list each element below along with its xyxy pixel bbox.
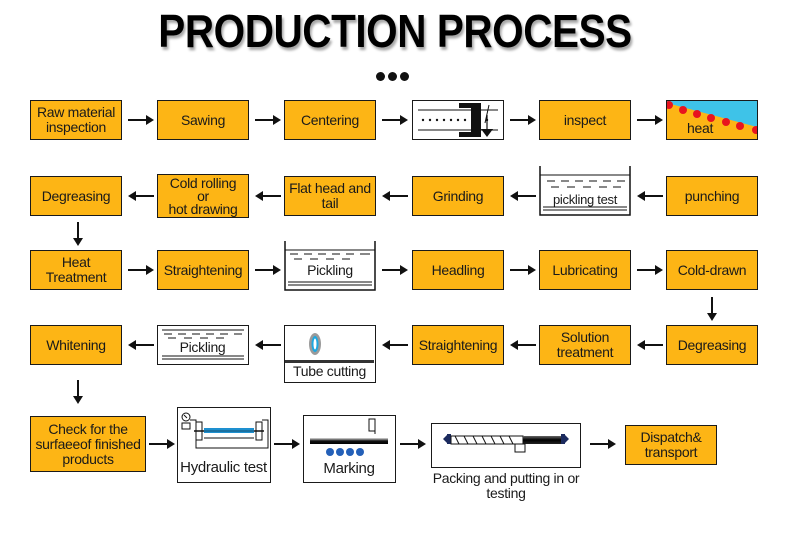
arrow-right-icon (400, 438, 426, 450)
step-degreasing-2: Degreasing (666, 325, 758, 365)
step-heat-treatment: Heat Treatment (30, 250, 122, 290)
arrow-left-icon (510, 339, 536, 351)
arrow-right-icon (255, 114, 281, 126)
step-inspect: inspect (539, 100, 631, 140)
marking-icon (310, 418, 388, 456)
step-label: Whitening (46, 336, 106, 353)
step-heat: heat (666, 100, 758, 140)
pickling-test-tank-icon: pickling test (539, 166, 631, 216)
pickling-tank-icon: Pickling (284, 241, 376, 291)
arrow-left-icon (510, 190, 536, 202)
step-label: Flat head and tail (289, 180, 371, 211)
arrow-left-icon (382, 190, 408, 202)
step-label: Pickling (179, 339, 226, 355)
arrow-right-icon (637, 264, 663, 276)
step-label: Degreasing (677, 336, 747, 353)
step-label: Hydraulic test (180, 459, 267, 476)
arrow-right-icon (637, 114, 663, 126)
arrow-left-icon (382, 339, 408, 351)
step-cold-rolling-or-hot-drawing: Cold rolling or hot drawing (157, 174, 249, 218)
arrow-left-icon (128, 190, 154, 202)
ellipsis-dots-icon (376, 68, 416, 81)
step-label: heat (687, 120, 714, 136)
step-centering: Centering (284, 100, 376, 140)
marking-illustration: Marking (303, 415, 396, 483)
arrow-right-icon (128, 114, 154, 126)
step-whitening: Whitening (30, 325, 122, 365)
arrow-right-icon (510, 264, 536, 276)
step-label: Straightening (163, 261, 243, 278)
step-label: Degreasing (41, 187, 111, 204)
step-label: Tube cutting (293, 363, 366, 379)
step-label-packing: Packing and putting in or testing (432, 470, 580, 501)
arrow-right-icon (590, 438, 616, 450)
arrow-right-icon (382, 264, 408, 276)
arrow-left-icon (637, 339, 663, 351)
step-cold-drawn: Cold-drawn (666, 250, 758, 290)
step-lubricating: Lubricating (539, 250, 631, 290)
step-punching: punching (666, 176, 758, 216)
arrow-down-icon (72, 222, 84, 246)
step-sawing: Sawing (157, 100, 249, 140)
arrow-left-icon (637, 190, 663, 202)
step-dispatch-transport: Dispatch& transport (625, 425, 717, 465)
step-label: Headling (431, 261, 485, 278)
step-label-line: Cold rolling (169, 174, 237, 191)
arrow-right-icon (382, 114, 408, 126)
step-label: Centering (300, 111, 359, 128)
arrow-left-icon (255, 190, 281, 202)
arrow-left-icon (255, 339, 281, 351)
step-label: Heat Treatment (45, 254, 107, 285)
step-label: Solution treatment (556, 329, 614, 360)
step-label: Lubricating (552, 261, 618, 278)
heat-illustration-icon (667, 101, 757, 134)
arrow-down-icon (72, 380, 84, 404)
pickling-tank-icon: Pickling (157, 325, 249, 365)
step-label: Cold-drawn (677, 261, 747, 278)
tube-cutting-illustration: Tube cutting (284, 325, 376, 383)
arrow-down-icon (706, 297, 718, 321)
step-label: Grinding (432, 187, 484, 204)
step-check-surface: Check for the surfaeeof finished product… (30, 416, 146, 472)
arrow-right-icon (255, 264, 281, 276)
step-label: Raw material inspection (36, 104, 116, 135)
step-raw-material-inspection: Raw material inspection (30, 100, 122, 140)
step-solution-treatment: Solution treatment (539, 325, 631, 365)
arrow-right-icon (510, 114, 536, 126)
packing-machine-icon (443, 434, 569, 453)
hydraulic-test-icon (181, 412, 269, 449)
packing-illustration (431, 423, 581, 468)
arrow-right-icon (149, 438, 175, 450)
arrow-right-icon (274, 438, 300, 450)
step-label: inspect (563, 111, 607, 128)
step-label: Check for the surfaeeof finished product… (35, 420, 141, 467)
centering-machine-icon (412, 100, 504, 140)
tube-cutting-icon (285, 333, 374, 363)
step-degreasing-1: Degreasing (30, 176, 122, 216)
step-label: pickling test (552, 192, 618, 207)
step-straightening-2: Straightening (412, 325, 504, 365)
step-headling: Headling (412, 250, 504, 290)
step-flat-head-and-tail: Flat head and tail (284, 176, 376, 216)
step-label: Straightening (418, 336, 498, 353)
step-grinding: Grinding (412, 176, 504, 216)
page-title: PRODUCTION PROCESS (158, 5, 632, 57)
step-label: Marking (323, 460, 375, 477)
step-label: Dispatch& transport (640, 429, 702, 460)
step-label-line: or (197, 187, 209, 204)
arrow-left-icon (128, 339, 154, 351)
arrow-right-icon (128, 264, 154, 276)
step-straightening-1: Straightening (157, 250, 249, 290)
step-label: Sawing (180, 111, 226, 128)
step-label: Pickling (307, 262, 353, 278)
hydraulic-test-illustration: Hydraulic test (177, 407, 271, 483)
step-label-line: hot drawing (168, 200, 238, 217)
step-label: punching (684, 187, 740, 204)
